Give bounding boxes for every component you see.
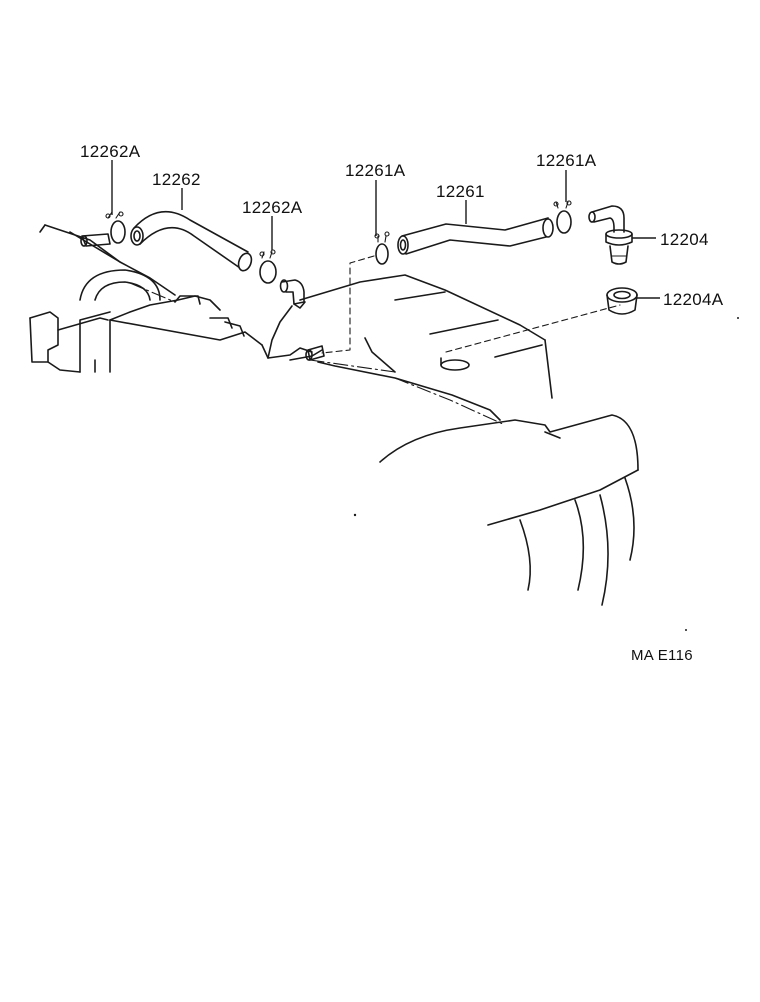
callout-12261A-right: 12261A	[536, 151, 597, 170]
callout-12262: 12262	[152, 170, 201, 189]
callout-12204A: 12204A	[663, 290, 724, 309]
grommet-port	[440, 304, 621, 371]
clamp-12261A-mid	[374, 231, 390, 265]
pcv-valve-12204	[588, 205, 633, 265]
callout-12261A-mid: 12261A	[345, 161, 406, 180]
hose-12262	[130, 210, 253, 272]
block-nipple-mid	[305, 345, 325, 361]
clamp-12262A-bottom	[259, 249, 277, 284]
callout-12262A-top: 12262A	[80, 142, 141, 161]
block-nipple-left	[80, 233, 111, 247]
elbow-fitting	[279, 279, 306, 309]
callout-12261: 12261	[436, 182, 485, 201]
route-line-mid	[321, 255, 375, 354]
figure-code: MA E116	[631, 647, 693, 664]
hose-12261	[397, 217, 554, 255]
grommet-12204A	[606, 287, 638, 315]
callout-12262A-bottom: 12262A	[242, 198, 303, 217]
leader-lines	[111, 160, 660, 299]
clamp-12261A-right	[553, 200, 572, 234]
engine-outline	[29, 224, 739, 631]
callout-12204: 12204	[660, 230, 709, 249]
